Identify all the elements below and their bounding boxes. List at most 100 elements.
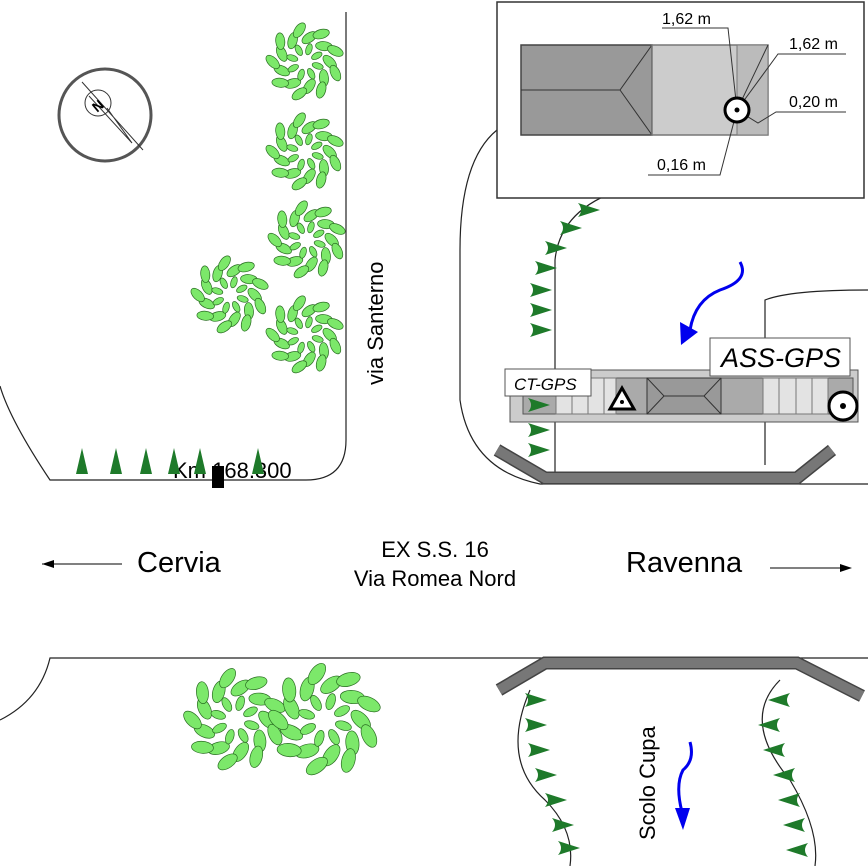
scolo-cupa-label: Scolo Cupa [635,725,660,840]
leaf [307,68,316,80]
leaf [311,324,323,333]
ditch-spike-icon [168,448,180,474]
leaf [191,740,214,754]
leaf [211,287,224,295]
ditch-spike-icon [545,241,567,255]
compass-rose-icon: N [57,67,153,163]
leaf [277,210,288,228]
leaf [305,756,328,776]
leaf [235,695,245,711]
km-marker-post [212,466,224,488]
km-marker-label: Km 168.300 [173,458,292,483]
leaf [329,223,346,235]
leaf [287,64,299,73]
flow-arrow-south-icon [677,741,693,813]
leaf [212,722,227,734]
leaf [287,154,299,163]
leaf [275,32,286,50]
scolo-cupa-bank-left [517,689,572,866]
leaf [244,720,260,730]
leaf [329,154,342,172]
ditch-spike-icon [560,221,582,235]
ditch-spike-icon [528,423,550,437]
leaf [327,135,344,147]
leaf [221,697,233,712]
ditch-spike-icon [778,793,800,807]
leaf [286,327,299,335]
ass-gps-dot [840,403,846,409]
leaf [291,360,308,374]
flow-arrow-north-icon [688,261,744,331]
ditch-spike-icon [786,843,808,857]
ditch-spike-icon [530,303,552,317]
leaf [298,709,315,720]
leaf [307,341,316,353]
leaf [243,706,258,718]
leaf [311,62,324,70]
leaf [275,305,286,323]
leaf [292,295,306,311]
leaf [329,64,342,82]
ditch-symbols [76,203,808,857]
ass-gps-label-box [709,337,851,377]
leaf [305,316,313,329]
leaf [275,122,286,140]
leaf [305,133,313,146]
leaf [327,318,344,330]
road-name-line-1: EX S.S. 16 [381,537,489,562]
leaf [286,54,299,62]
ravenna-label: Ravenna [626,547,743,579]
ditch-spike-icon [528,443,550,457]
leaf [288,232,301,240]
leaf [296,222,305,234]
leaf [237,261,255,273]
ct-gps-label-box [504,368,592,397]
ditch-bank-left [554,189,621,370]
tree-icon [265,295,344,374]
leaf [271,167,289,178]
leaf [265,144,280,160]
leaf [307,221,315,234]
side-road-curve [764,289,868,370]
leaf [331,242,344,260]
leaf [245,676,268,691]
tree-icon [268,663,381,776]
dim-label-4: 0,16 m [657,157,706,174]
ditch-spike-icon [76,448,88,474]
ass-gps-label: ASS-GPS [719,343,841,373]
leaf [240,314,252,332]
leaf [315,354,327,372]
via-santerno-label: via Santerno [363,261,388,385]
leaf [335,720,352,731]
leaf [310,695,322,711]
leaf [297,158,305,171]
bridge-north-fill [494,445,836,483]
tree-icon [265,112,344,191]
leaf [249,745,264,768]
ditch-spike-icon [530,323,552,337]
leaf [217,753,238,771]
leaf [317,259,329,277]
dim-label-2: 1,62 m [789,36,838,53]
ravenna-arrowhead [840,564,852,572]
leaf [311,152,324,160]
leaf [183,710,202,730]
leaf [265,54,280,70]
leaf [219,277,228,289]
ditch-spike-icon [528,743,550,757]
ditch-spike-icon [194,448,206,474]
cervia-arrowhead [42,560,54,568]
leaf [312,301,330,313]
leaf [236,295,249,303]
leaf [286,144,299,152]
leaf [271,77,289,88]
ditch-spike-icon [758,718,780,732]
leaf [328,729,340,745]
tree-icon [265,22,344,101]
leaf [196,681,209,705]
leaf [299,246,307,259]
station-room-right-dividers [778,378,813,414]
leaf [289,242,301,251]
